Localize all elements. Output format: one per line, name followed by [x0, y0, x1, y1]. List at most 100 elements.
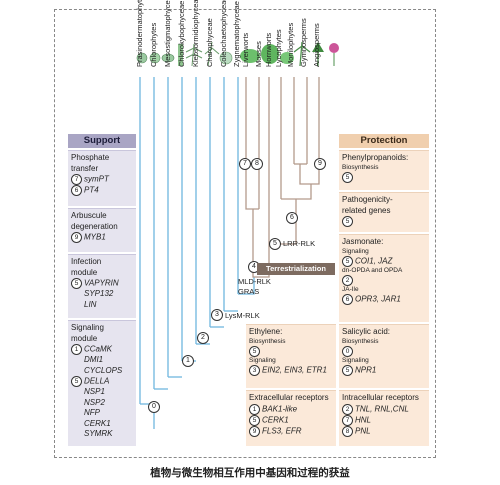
taxon-chlorophytes: Chlorophytes [149, 22, 158, 67]
extracellular-title: Extracellular receptors [249, 393, 329, 402]
protection-salicylic-box: Salicylic acid: Biosynthesis 0 Signaling… [339, 324, 429, 388]
node-0-marker: 0 [148, 401, 160, 413]
taxon-liverworts: Liverworts [241, 32, 250, 67]
extracellular-gene2: CERK1 [262, 415, 289, 425]
signaling-gene6: NSP2 [84, 397, 105, 407]
salicylic-n1: 0 [342, 345, 353, 357]
intracellular-gene3: PNL [355, 426, 371, 436]
taxon-chlorokybophyceae: Chlorokybophyceae [177, 0, 186, 67]
taxon-prasinodermatophyta: Prasinodermatophyta [135, 0, 144, 67]
taxon-klebsormidiophyceae: Klebsormidiophyceae [191, 0, 200, 67]
taxon-monilophytes: Monilophytes [286, 22, 295, 67]
protection-phenyl-box: Phenylpropanoids: Biosynthesis 5 [339, 150, 429, 190]
node-5-marker: 5 [269, 238, 281, 250]
jasmonate-gene3: OPR3, JAR1 [355, 294, 401, 304]
taxon-charophyceae: Charophyceae [205, 18, 214, 67]
protection-header: Protection [339, 134, 429, 148]
terrestrialization-label: Terrestrialization [257, 263, 335, 275]
node-5-label: LRR-RLK [283, 239, 316, 248]
node-3-label: LysM-RLK [225, 311, 260, 320]
phenyl-n: 5 [342, 171, 353, 183]
jasmonate-n3: 6 [342, 293, 353, 305]
phosphate-n1: 7 [71, 174, 82, 185]
phenyl-title: Phenylpropanoids: [342, 153, 409, 162]
signaling-gene3: CYCLOPS [84, 365, 123, 375]
extracellular-gene3: FLS3, EFR [262, 426, 302, 436]
jasmonate-sub: Signaling [342, 247, 369, 255]
node-6-marker: 6 [286, 212, 298, 224]
extracellular-n1: 1 [249, 403, 260, 415]
intracellular-gene2: HNL [355, 415, 372, 425]
salicylic-sub2: Signaling [342, 356, 369, 364]
tip-number-mosses: 8 [251, 158, 263, 170]
infection-title2: module [71, 267, 98, 277]
arbuscule-gene1: MYB1 [84, 232, 106, 242]
ethylene-sub2: Signaling [249, 356, 276, 364]
extracellular-n2: 5 [249, 414, 260, 426]
intracellular-gene1: TNL, RNL,CNL [355, 404, 409, 414]
signaling-n4: 5 [71, 376, 82, 388]
signaling-gene1: CCaMK [84, 344, 113, 354]
taxon-mesostigmatophyceae: Mesostigmatophyceae [163, 0, 172, 67]
intracellular-n2: 7 [342, 414, 353, 426]
salicylic-n2: 5 [342, 364, 353, 376]
phosphate-gene1: symPT [84, 174, 109, 184]
infection-gene2: SYP132 [84, 289, 114, 299]
signaling-gene5: NSP1 [84, 387, 105, 397]
plant-illustrations [136, 41, 339, 67]
jasmonate-title: Jasmonate: [342, 237, 384, 246]
node-2-marker: 2 [197, 332, 209, 344]
ethylene-n2: 3 [249, 364, 260, 376]
infection-n1: 5 [71, 278, 82, 289]
node-1-marker: 1 [182, 355, 194, 367]
ethylene-sub: Biosynthesis [249, 337, 286, 345]
intracellular-title: Intracellular receptors [342, 393, 419, 402]
patho-title2: related genes [342, 205, 391, 215]
infection-gene3: LIN [84, 299, 97, 309]
arbuscule-n1: 9 [71, 232, 82, 243]
arbuscule-title1: Arbuscule [71, 211, 107, 220]
taxon-gymnosperms: Gymnosperms [299, 18, 308, 67]
extracellular-gene1: BAK1-like [262, 404, 298, 414]
taxon-hornworts: Hornworts [264, 32, 273, 67]
signaling-title1: Signaling [71, 323, 104, 332]
support-header: Support [68, 134, 136, 148]
salicylic-title: Salicylic acid: [342, 327, 391, 336]
patho-n: 5 [342, 216, 353, 227]
infection-title1: Infection [71, 257, 102, 266]
figure-caption: 植物与微生物相互作用中基因和过程的获益 [150, 467, 350, 479]
ethylene-gene2: EIN2, EIN3, ETR1 [262, 365, 327, 375]
ethylene-n1: 5 [249, 345, 260, 357]
phenyl-sub: Biosynthesis [342, 163, 379, 171]
patho-title1: Pathogenicity- [342, 195, 393, 204]
taxon-angiosperms: Angiosperms [312, 23, 321, 67]
arbuscule-title2: degeneration [71, 221, 118, 231]
signaling-gene8: CERK1 [84, 418, 111, 428]
figure-frame [54, 9, 436, 458]
phosphate-gene2: PT4 [84, 185, 99, 195]
infection-gene1: VAPYRIN [84, 278, 119, 288]
extracellular-n3: 9 [249, 425, 260, 437]
intracellular-n3: 8 [342, 425, 353, 437]
node-4-label: MLD-RLK [238, 277, 271, 286]
node-4-label2: GRAS [238, 287, 260, 296]
jasmonate-n2: 2 [342, 274, 353, 286]
jasmonate-sub3: JA-Ile [342, 285, 359, 293]
taxon-zygnematophyceae: Zygnematophyceae [232, 1, 241, 67]
taxon-lycophytes: Lycophytes [274, 29, 283, 67]
signaling-gene9: SYMRK [84, 429, 113, 439]
node-3-marker: 3 [211, 309, 223, 321]
salicylic-sub: Biosynthesis [342, 337, 379, 345]
tip-number-liverworts: 7 [239, 158, 251, 170]
signaling-gene7: NFP [84, 408, 100, 418]
protection-patho-box: Pathogenicity- related genes 5 [339, 192, 429, 232]
jasmonate-sub2: dn-OPDA and OPDA [342, 266, 403, 274]
jasmonate-n1: 5 [342, 255, 353, 267]
salicylic-gene2: NPR1 [355, 365, 377, 375]
intracellular-n1: 2 [342, 403, 353, 415]
